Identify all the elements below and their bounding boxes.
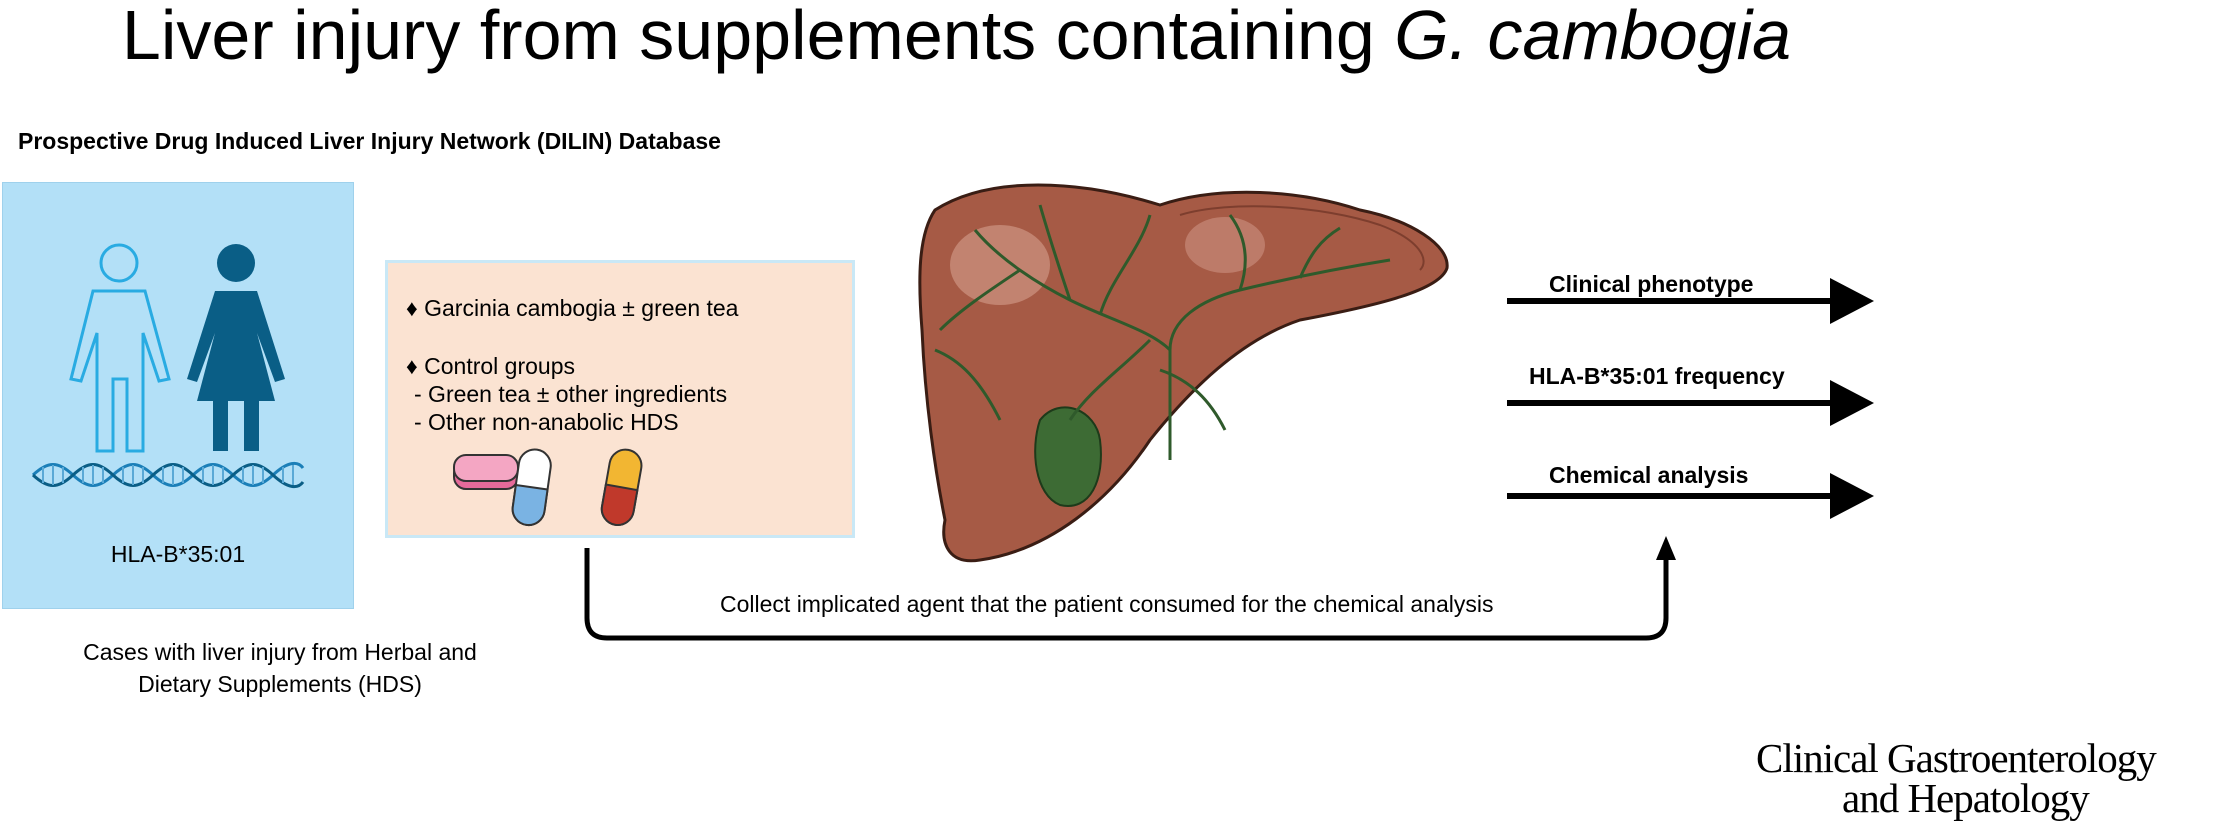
blue-capsule-icon [511,448,552,527]
journal-name-line1: Clinical Gastroenterology [1756,735,2157,781]
output-chemical-analysis: Chemical analysis [1549,462,1749,488]
population-panel: HLA-B*35:01 [2,182,354,609]
page-title: Liver injury from supplements containing… [0,0,2213,70]
liver-illustration-icon [918,183,1449,563]
arrowhead-clinical-phenotype [1830,278,1874,324]
arrowhead-hla-frequency [1830,380,1874,426]
pink-tablet-icon [453,454,519,490]
dna-helix-icon [31,461,305,489]
title-italic: G. cambogia [1394,0,1792,74]
hla-label: HLA-B*35:01 [110,541,246,567]
population-graphic [31,243,305,489]
journal-name-line2: and Hepatology [1842,775,2090,821]
supplements-panel: ♦ Garcinia cambogia ± green tea ♦ Contro… [385,260,855,538]
collect-agent-text: Collect implicated agent that the patien… [720,591,1494,617]
red-yellow-capsule-icon [600,448,643,526]
output-hla-frequency: HLA-B*35:01 frequency [1529,363,1785,389]
supplement-item-garcinia: ♦ Garcinia cambogia ± green tea [406,295,739,321]
collect-arrowhead [1656,536,1676,560]
female-figure-icon [187,244,285,451]
database-title: Prospective Drug Induced Liver Injury Ne… [18,128,721,154]
supplement-item-controls: ♦ Control groups [406,353,575,379]
control-item-green-tea: - Green tea ± other ingredients [414,381,728,407]
journal-logo: Clinical Gastroenterology and Hepatology [1756,735,2157,821]
collect-agent-connector [584,536,1676,641]
control-item-other-hds: - Other non-anabolic HDS [414,409,679,435]
male-figure-icon [69,243,171,453]
arrowhead-chemical-analysis [1830,473,1874,519]
cases-caption: Cases with liver injury from Herbal and … [83,639,477,697]
output-clinical-phenotype: Clinical phenotype [1549,271,1754,297]
pills-graphic [453,448,643,527]
